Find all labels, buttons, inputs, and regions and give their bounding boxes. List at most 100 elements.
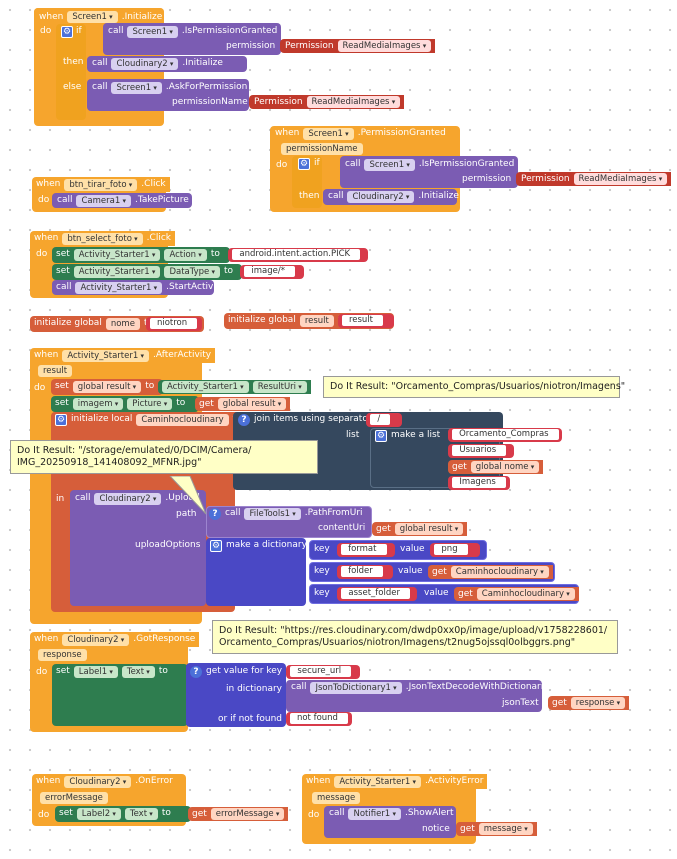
property-dropdown[interactable]: ResultUri [252,381,307,393]
method-name: .IsPermissionGranted [418,159,515,169]
component-dropdown[interactable]: btn_tirar_foto [64,178,138,191]
initialize-global-label: initialize global [34,318,102,328]
make-dictionary-label: make a dictionary [226,540,307,550]
to-label: to [224,266,234,276]
call-label: call [329,808,345,818]
text-value[interactable]: niotron [150,318,198,329]
help-icon[interactable]: ? [190,665,202,678]
tooltip-line: Orcamento_Compras/Usuarios/niotron/Image… [219,637,576,648]
component-dropdown[interactable]: btn_select_foto [62,232,143,245]
component-dropdown[interactable]: Screen1 [127,25,178,38]
property-dropdown[interactable]: Action [164,248,207,261]
component-dropdown[interactable]: Cloudinary2 [62,633,130,646]
property-dropdown[interactable]: DataType [164,265,221,278]
local-variable-field[interactable]: Caminhocloudinary [136,413,229,426]
text-value[interactable]: png [434,544,468,555]
help-icon[interactable]: ? [209,507,221,520]
cloudinary-upload-call[interactable] [70,490,206,606]
variable-dropdown[interactable]: global result [72,380,142,393]
property-dropdown[interactable]: Picture [127,397,173,410]
if-block[interactable] [56,24,86,120]
to-label: to [158,666,168,676]
separator-value[interactable]: / [370,414,391,425]
component-dropdown[interactable]: Activity_Starter1 [73,265,161,278]
permission-param: permission [462,174,512,184]
event-name: .Initialize [121,11,163,22]
gear-icon[interactable]: ⚙ [210,539,222,552]
component-dropdown[interactable]: Screen1 [303,127,354,140]
variable-dropdown[interactable]: response [570,697,626,709]
get-value-for-key-block[interactable] [186,663,286,727]
component-dropdown[interactable]: Cloudinary2 [94,492,162,505]
component-dropdown[interactable]: Screen1 [364,158,415,171]
variable-dropdown[interactable]: Caminhocloudinary [476,588,575,600]
gear-icon[interactable]: ⚙ [55,413,67,426]
permission-dropdown[interactable]: ReadMediaImages [306,96,401,108]
gear-icon[interactable]: ⚙ [298,158,310,170]
permission-dropdown[interactable]: ReadMediaImages [573,173,668,185]
variable-name-field[interactable]: nome [105,317,140,330]
text-value[interactable]: image/* [244,266,296,277]
component-dropdown[interactable]: FileTools1 [244,507,301,520]
path-from-uri-call[interactable] [206,506,372,538]
component-dropdown[interactable]: Cloudinary2 [64,775,132,788]
variable-dropdown[interactable]: errorMessage [210,808,285,820]
component-dropdown[interactable]: Activity_Starter1 [75,281,163,294]
component-dropdown[interactable]: JsonToDictionary1 [310,681,402,694]
component-dropdown[interactable]: Camera1 [76,194,131,207]
variable-dropdown[interactable]: Caminhocloudinary [450,566,549,578]
help-icon[interactable]: ? [238,413,250,426]
variable-dropdown[interactable]: global result [217,398,287,410]
make-a-dictionary-block[interactable] [206,538,306,606]
component-dropdown[interactable]: Activity_Starter1 [62,349,149,362]
component-dropdown[interactable]: Notifier1 [348,807,401,820]
variable-dropdown[interactable]: global nome [470,461,540,473]
component-dropdown[interactable]: imagem [72,397,124,410]
permission-param: permission [226,41,276,51]
set-label: set [56,266,70,276]
when-label: when [36,776,61,786]
text-value[interactable]: asset_folder [341,588,411,599]
component-dropdown[interactable]: Activity_Starter1 [73,248,161,261]
event-parameter[interactable]: permissionName [281,143,363,155]
text-value[interactable]: Usuarios [452,445,507,456]
event-parameter[interactable]: errorMessage [40,792,108,804]
text-value[interactable]: folder [341,566,383,577]
get-label: get [192,809,207,819]
component-dropdown[interactable]: Cloudinary2 [111,57,179,70]
text-value[interactable]: Orcamento_Compras [452,429,559,440]
call-label: call [108,26,124,36]
make-a-list-label: make a list [391,430,441,440]
text-value[interactable]: secure_url [290,666,352,677]
text-value[interactable]: not found [290,713,349,724]
get-label: get [199,399,214,409]
content-uri-param: contentUri [318,523,366,533]
variable-dropdown[interactable]: global result [394,523,464,535]
event-name: .OnError [135,776,173,786]
text-value[interactable]: format [341,544,387,555]
component-dropdown[interactable]: Activity_Starter1 [162,381,249,393]
gear-icon[interactable]: ⚙ [375,429,387,442]
variable-name-field[interactable]: result [299,314,334,327]
text-value[interactable]: android.intent.action.PICK [232,249,361,260]
if-label: if [76,26,82,36]
event-parameter[interactable]: message [312,792,361,804]
method-name: .StartActivity [166,282,225,292]
property-dropdown[interactable]: Text [124,807,158,820]
text-value[interactable]: Imagens [452,477,506,488]
variable-dropdown[interactable]: message [478,823,533,835]
component-dropdown[interactable]: Screen1 [111,81,162,94]
gear-icon[interactable]: ⚙ [61,26,73,38]
text-value[interactable]: result [342,315,384,326]
component-dropdown[interactable]: Screen1 [67,11,118,23]
get-label: get [458,589,473,599]
property-dropdown[interactable]: Text [121,665,155,678]
permission-dropdown[interactable]: ReadMediaImages [337,40,432,52]
component-dropdown[interactable]: Activity_Starter1 [334,775,421,788]
if-label: if [314,158,320,168]
event-parameter[interactable]: result [38,365,73,377]
component-dropdown[interactable]: Label2 [76,807,121,820]
event-parameter[interactable]: response [38,649,87,661]
component-dropdown[interactable]: Label1 [73,665,118,678]
component-dropdown[interactable]: Cloudinary2 [347,190,415,203]
